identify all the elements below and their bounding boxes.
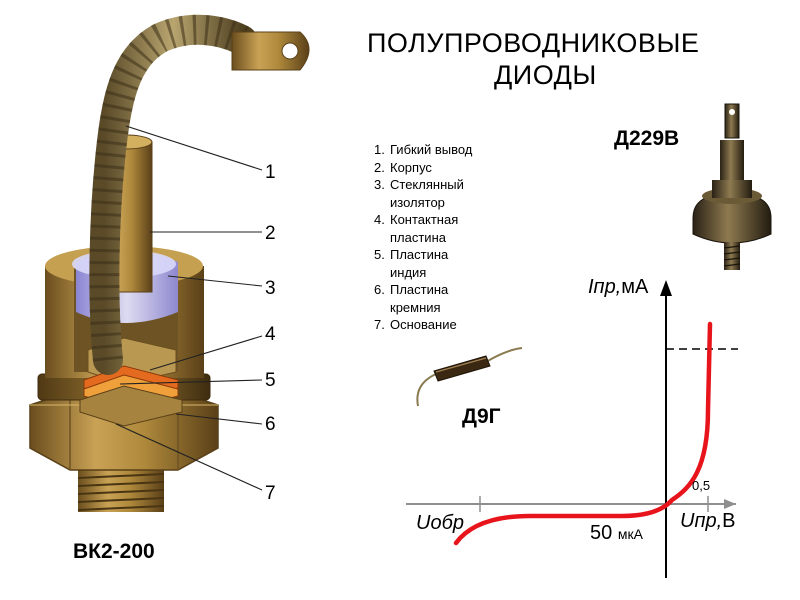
x-axis-label-forward: Uпр,В <box>680 510 736 532</box>
callout-3: 3 <box>265 278 276 299</box>
legend-item: 6.Пластина кремния <box>374 282 449 315</box>
terminal-lug <box>231 31 310 71</box>
callout-leaders <box>115 125 263 491</box>
d9g-diode <box>416 347 523 407</box>
legend-item: 2.Корпус <box>374 159 432 175</box>
callout-7: 7 <box>265 483 276 504</box>
iv-curve <box>453 321 713 546</box>
callout-4: 4 <box>265 324 276 345</box>
callout-2: 2 <box>265 223 276 244</box>
reverse-current-label: 50 мкА <box>590 522 643 544</box>
iv-graph <box>406 280 738 578</box>
tick-label-0-5: 0,5 <box>692 478 711 493</box>
legend-item: 5.Пластина индия <box>374 247 449 280</box>
model-label-main: ВК2-200 <box>73 540 155 563</box>
legend-item: 4.Контактная пластина <box>374 212 459 245</box>
callout-1: 1 <box>265 162 276 183</box>
legend-item: 1.Гибкий вывод <box>374 142 473 157</box>
x-axis-label-reverse: Uобр <box>416 512 464 534</box>
legend-item: 7.Основание <box>374 317 457 332</box>
callout-5: 5 <box>265 370 276 391</box>
y-axis-label: Iпр,мА <box>588 276 649 298</box>
callout-6: 6 <box>265 414 276 435</box>
d229v-diode <box>692 103 772 270</box>
flexible-lead <box>89 14 257 375</box>
model-label-d229v: Д229В <box>614 127 680 150</box>
parts-legend: 1.Гибкий вывод 2.Корпус 3.Стеклянный изо… <box>374 141 524 334</box>
x-axis-arrow <box>724 499 736 509</box>
model-label-d9g: Д9Г <box>462 405 501 428</box>
y-axis-arrow <box>660 280 672 296</box>
legend-item: 3.Стеклянный изолятор <box>374 177 464 210</box>
